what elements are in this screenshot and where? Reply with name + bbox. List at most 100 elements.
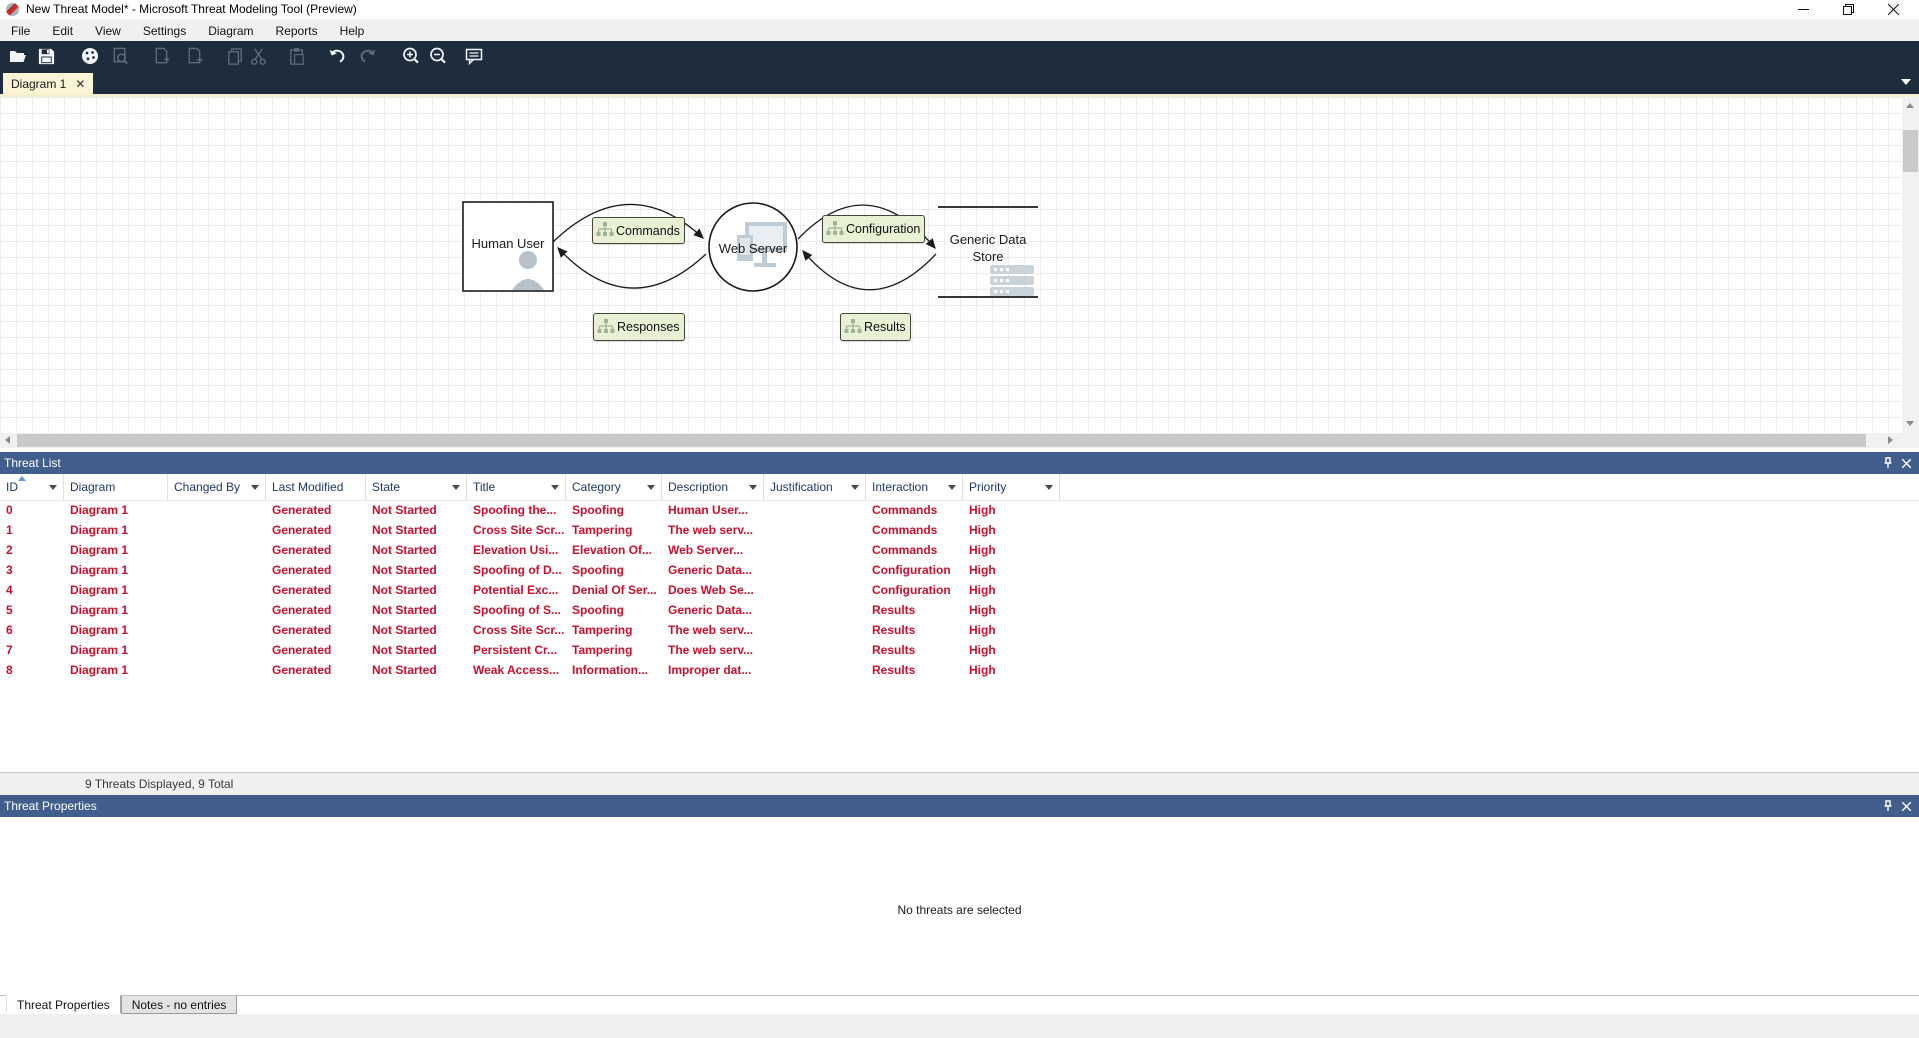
menu-diagram[interactable]: Diagram: [208, 23, 254, 38]
zoom-in-button[interactable]: [400, 45, 422, 67]
column-header-id[interactable]: ID: [0, 474, 64, 500]
column-header-title[interactable]: Title: [467, 474, 566, 500]
horizontal-scroll-thumb[interactable]: [17, 434, 1866, 447]
column-header-diagram[interactable]: Diagram: [64, 474, 168, 500]
tab-overflow-chevron-icon[interactable]: [1901, 79, 1911, 85]
save-button[interactable]: [35, 45, 57, 67]
column-header-justification[interactable]: Justification: [764, 474, 866, 500]
flow-results-arc[interactable]: [802, 250, 937, 291]
redo-button[interactable]: [357, 45, 379, 67]
filter-dropdown-icon[interactable]: [749, 485, 757, 490]
cell-category: Denial Of Ser...: [572, 583, 657, 597]
close-panel-icon[interactable]: [1897, 458, 1915, 468]
table-row[interactable]: 4 Diagram 1 Generated Not Started Potent…: [0, 580, 1919, 600]
cell-description: Human User...: [668, 503, 749, 517]
filter-dropdown-icon[interactable]: [251, 485, 259, 490]
filter-dropdown-icon[interactable]: [647, 485, 655, 490]
tab-diagram-1-label: Diagram 1: [11, 76, 67, 91]
node-human-user[interactable]: Human User: [462, 201, 554, 292]
report-palette-button[interactable]: [79, 45, 101, 67]
tab-threat-properties[interactable]: Threat Properties: [6, 995, 121, 1013]
flow-label-responses[interactable]: Responses: [593, 313, 685, 341]
comment-icon: [465, 48, 483, 66]
menu-view[interactable]: View: [95, 23, 121, 38]
tab-diagram-1[interactable]: Diagram 1 ✕: [3, 73, 94, 94]
cell-description: Web Server...: [668, 543, 744, 557]
scroll-left-icon[interactable]: [5, 436, 10, 444]
close-button[interactable]: [1871, 0, 1916, 19]
restore-button[interactable]: [1826, 0, 1871, 19]
table-row[interactable]: 2 Diagram 1 Generated Not Started Elevat…: [0, 540, 1919, 560]
pin-icon[interactable]: [1879, 457, 1897, 469]
scroll-down-icon[interactable]: [1906, 421, 1914, 426]
cell-last-modified: Generated: [272, 623, 332, 637]
cut-button[interactable]: [247, 45, 269, 67]
tab-close-icon[interactable]: ✕: [75, 76, 86, 91]
filter-dropdown-icon[interactable]: [1045, 485, 1053, 490]
canvas-vertical-scrollbar[interactable]: [1902, 97, 1919, 433]
undo-icon: [329, 49, 345, 63]
flow-label-commands[interactable]: Commands: [592, 217, 685, 244]
table-row[interactable]: 8 Diagram 1 Generated Not Started Weak A…: [0, 660, 1919, 680]
paste-button[interactable]: [286, 45, 308, 67]
tab-notes[interactable]: Notes - no entries: [120, 996, 238, 1014]
open-folder-button[interactable]: [7, 45, 29, 67]
table-row[interactable]: 3 Diagram 1 Generated Not Started Spoofi…: [0, 560, 1919, 580]
cell-title: Spoofing the...: [473, 503, 557, 517]
column-header-last-modified[interactable]: Last Modified: [266, 474, 366, 500]
table-row[interactable]: 5 Diagram 1 Generated Not Started Spoofi…: [0, 600, 1919, 620]
cell-priority: High: [969, 543, 996, 557]
cell-diagram: Diagram 1: [70, 503, 129, 517]
canvas-horizontal-scrollbar[interactable]: [0, 433, 1902, 448]
vertical-scroll-thumb[interactable]: [1903, 130, 1918, 172]
node-web-server[interactable]: Web Server: [708, 202, 798, 292]
pin-icon[interactable]: [1879, 800, 1897, 812]
filter-dropdown-icon[interactable]: [948, 485, 956, 490]
flow-responses-arc[interactable]: [557, 247, 707, 289]
menu-file[interactable]: File: [11, 23, 31, 38]
tab-strip-underline: [0, 94, 1919, 97]
threat-count-text: 9 Threats Displayed, 9 Total: [85, 777, 234, 791]
cell-id: 0: [6, 503, 13, 517]
table-row[interactable]: 6 Diagram 1 Generated Not Started Cross …: [0, 620, 1919, 640]
feedback-button[interactable]: [463, 45, 485, 67]
menu-reports[interactable]: Reports: [275, 23, 318, 38]
minimize-button[interactable]: [1781, 0, 1826, 19]
cell-priority: High: [969, 563, 996, 577]
cell-id: 8: [6, 663, 13, 677]
diagram-canvas[interactable]: Human User Web Server: [0, 97, 1902, 433]
table-row[interactable]: 0 Diagram 1 Generated Not Started Spoofi…: [0, 500, 1919, 520]
flow-label-configuration[interactable]: Configuration: [822, 215, 926, 243]
flow-label-results[interactable]: Results: [840, 313, 911, 341]
filter-dropdown-icon[interactable]: [551, 485, 559, 490]
node-web-server-label: Web Server: [719, 241, 788, 256]
scroll-up-icon[interactable]: [1906, 103, 1914, 108]
filter-dropdown-icon[interactable]: [452, 485, 460, 490]
undo-button[interactable]: [326, 45, 348, 67]
close-panel-icon[interactable]: [1897, 801, 1915, 811]
table-row[interactable]: 1 Diagram 1 Generated Not Started Cross …: [0, 520, 1919, 540]
filter-dropdown-icon[interactable]: [851, 485, 859, 490]
add-diagram-button[interactable]: [150, 45, 172, 67]
cell-id: 3: [6, 563, 13, 577]
column-header-description[interactable]: Description: [662, 474, 764, 500]
column-header-priority[interactable]: Priority: [963, 474, 1060, 500]
zoom-out-button[interactable]: [427, 45, 449, 67]
flow-commands-arc[interactable]: [552, 203, 704, 243]
scroll-right-icon[interactable]: [1888, 436, 1893, 444]
table-row[interactable]: 7 Diagram 1 Generated Not Started Persis…: [0, 640, 1919, 660]
cell-category: Tampering: [572, 523, 633, 537]
filter-dropdown-icon[interactable]: [49, 485, 57, 490]
node-generic-data-store[interactable]: Generic Data Store: [938, 206, 1038, 298]
menu-settings[interactable]: Settings: [142, 23, 187, 38]
remove-diagram-button[interactable]: [183, 45, 205, 67]
column-header-state[interactable]: State: [366, 474, 467, 500]
column-header-changed-by[interactable]: Changed By: [168, 474, 266, 500]
threat-list-status-bar: 9 Threats Displayed, 9 Total: [0, 772, 1919, 795]
analyze-view-button[interactable]: [109, 45, 131, 67]
column-header-category[interactable]: Category: [566, 474, 662, 500]
menu-edit[interactable]: Edit: [52, 23, 74, 38]
menu-help[interactable]: Help: [339, 23, 365, 38]
copy-button[interactable]: [224, 45, 246, 67]
column-header-interaction[interactable]: Interaction: [866, 474, 963, 500]
